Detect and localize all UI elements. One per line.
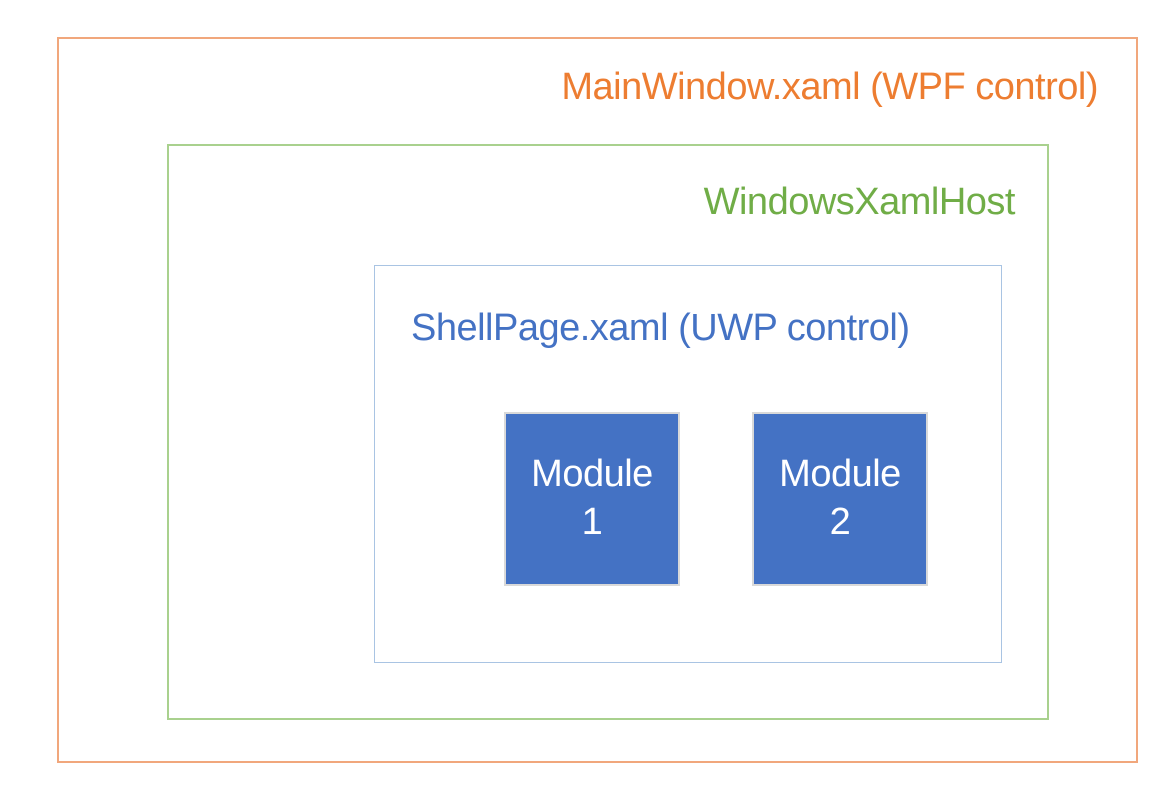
module-2-box: Module 2 [752, 412, 928, 586]
module-2-label: Module 2 [779, 453, 901, 543]
shellpage-uwp-box: ShellPage.xaml (UWP control) Module 1 Mo… [374, 265, 1002, 663]
windowsxamlhost-label: WindowsXamlHost [703, 181, 1016, 223]
mainwindow-wpf-label: MainWindow.xaml (WPF control) [561, 66, 1098, 108]
shellpage-uwp-label: ShellPage.xaml (UWP control) [411, 307, 910, 349]
module-1-label: Module 1 [531, 453, 653, 543]
windowsxamlhost-box: WindowsXamlHost ShellPage.xaml (UWP cont… [167, 144, 1049, 720]
module-1-box: Module 1 [504, 412, 680, 586]
mainwindow-wpf-box: MainWindow.xaml (WPF control) WindowsXam… [57, 37, 1138, 763]
